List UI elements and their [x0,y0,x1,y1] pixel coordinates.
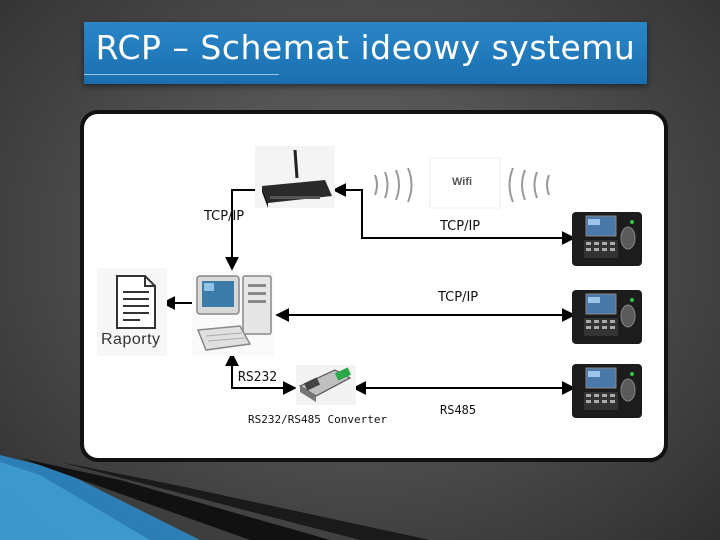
computer-icon [192,272,274,356]
connection-router-terminal1 [332,183,576,245]
label-tcpip-router-terminal: TCP/IP [440,219,481,234]
connection-pc-converter [225,352,297,395]
title-bar: RCP – Schemat ideowy systemu [84,22,647,84]
label-reports: Raporty [101,331,161,348]
title-underline [84,74,279,75]
diagram-panel [80,110,668,462]
wifi-waves-icon [374,157,550,209]
terminal-icon [572,364,642,418]
label-tcpip-pc-terminal: TCP/IP [438,290,479,305]
label-rs485: RS485 [440,403,477,417]
terminal-icon [572,290,642,344]
label-rs232: RS232 [238,370,278,385]
terminal-icon [572,212,642,266]
report-document-icon [97,268,167,356]
wifi-label: Wifi [452,176,473,188]
label-converter: RS232/RS485 Converter [248,413,388,426]
label-tcpip-router-pc: TCP/IP [204,209,245,224]
converter-icon [296,365,356,405]
page-title: RCP – Schemat ideowy systemu [95,28,636,67]
connection-router-pc [225,189,258,271]
wifi-router-icon [255,146,335,208]
